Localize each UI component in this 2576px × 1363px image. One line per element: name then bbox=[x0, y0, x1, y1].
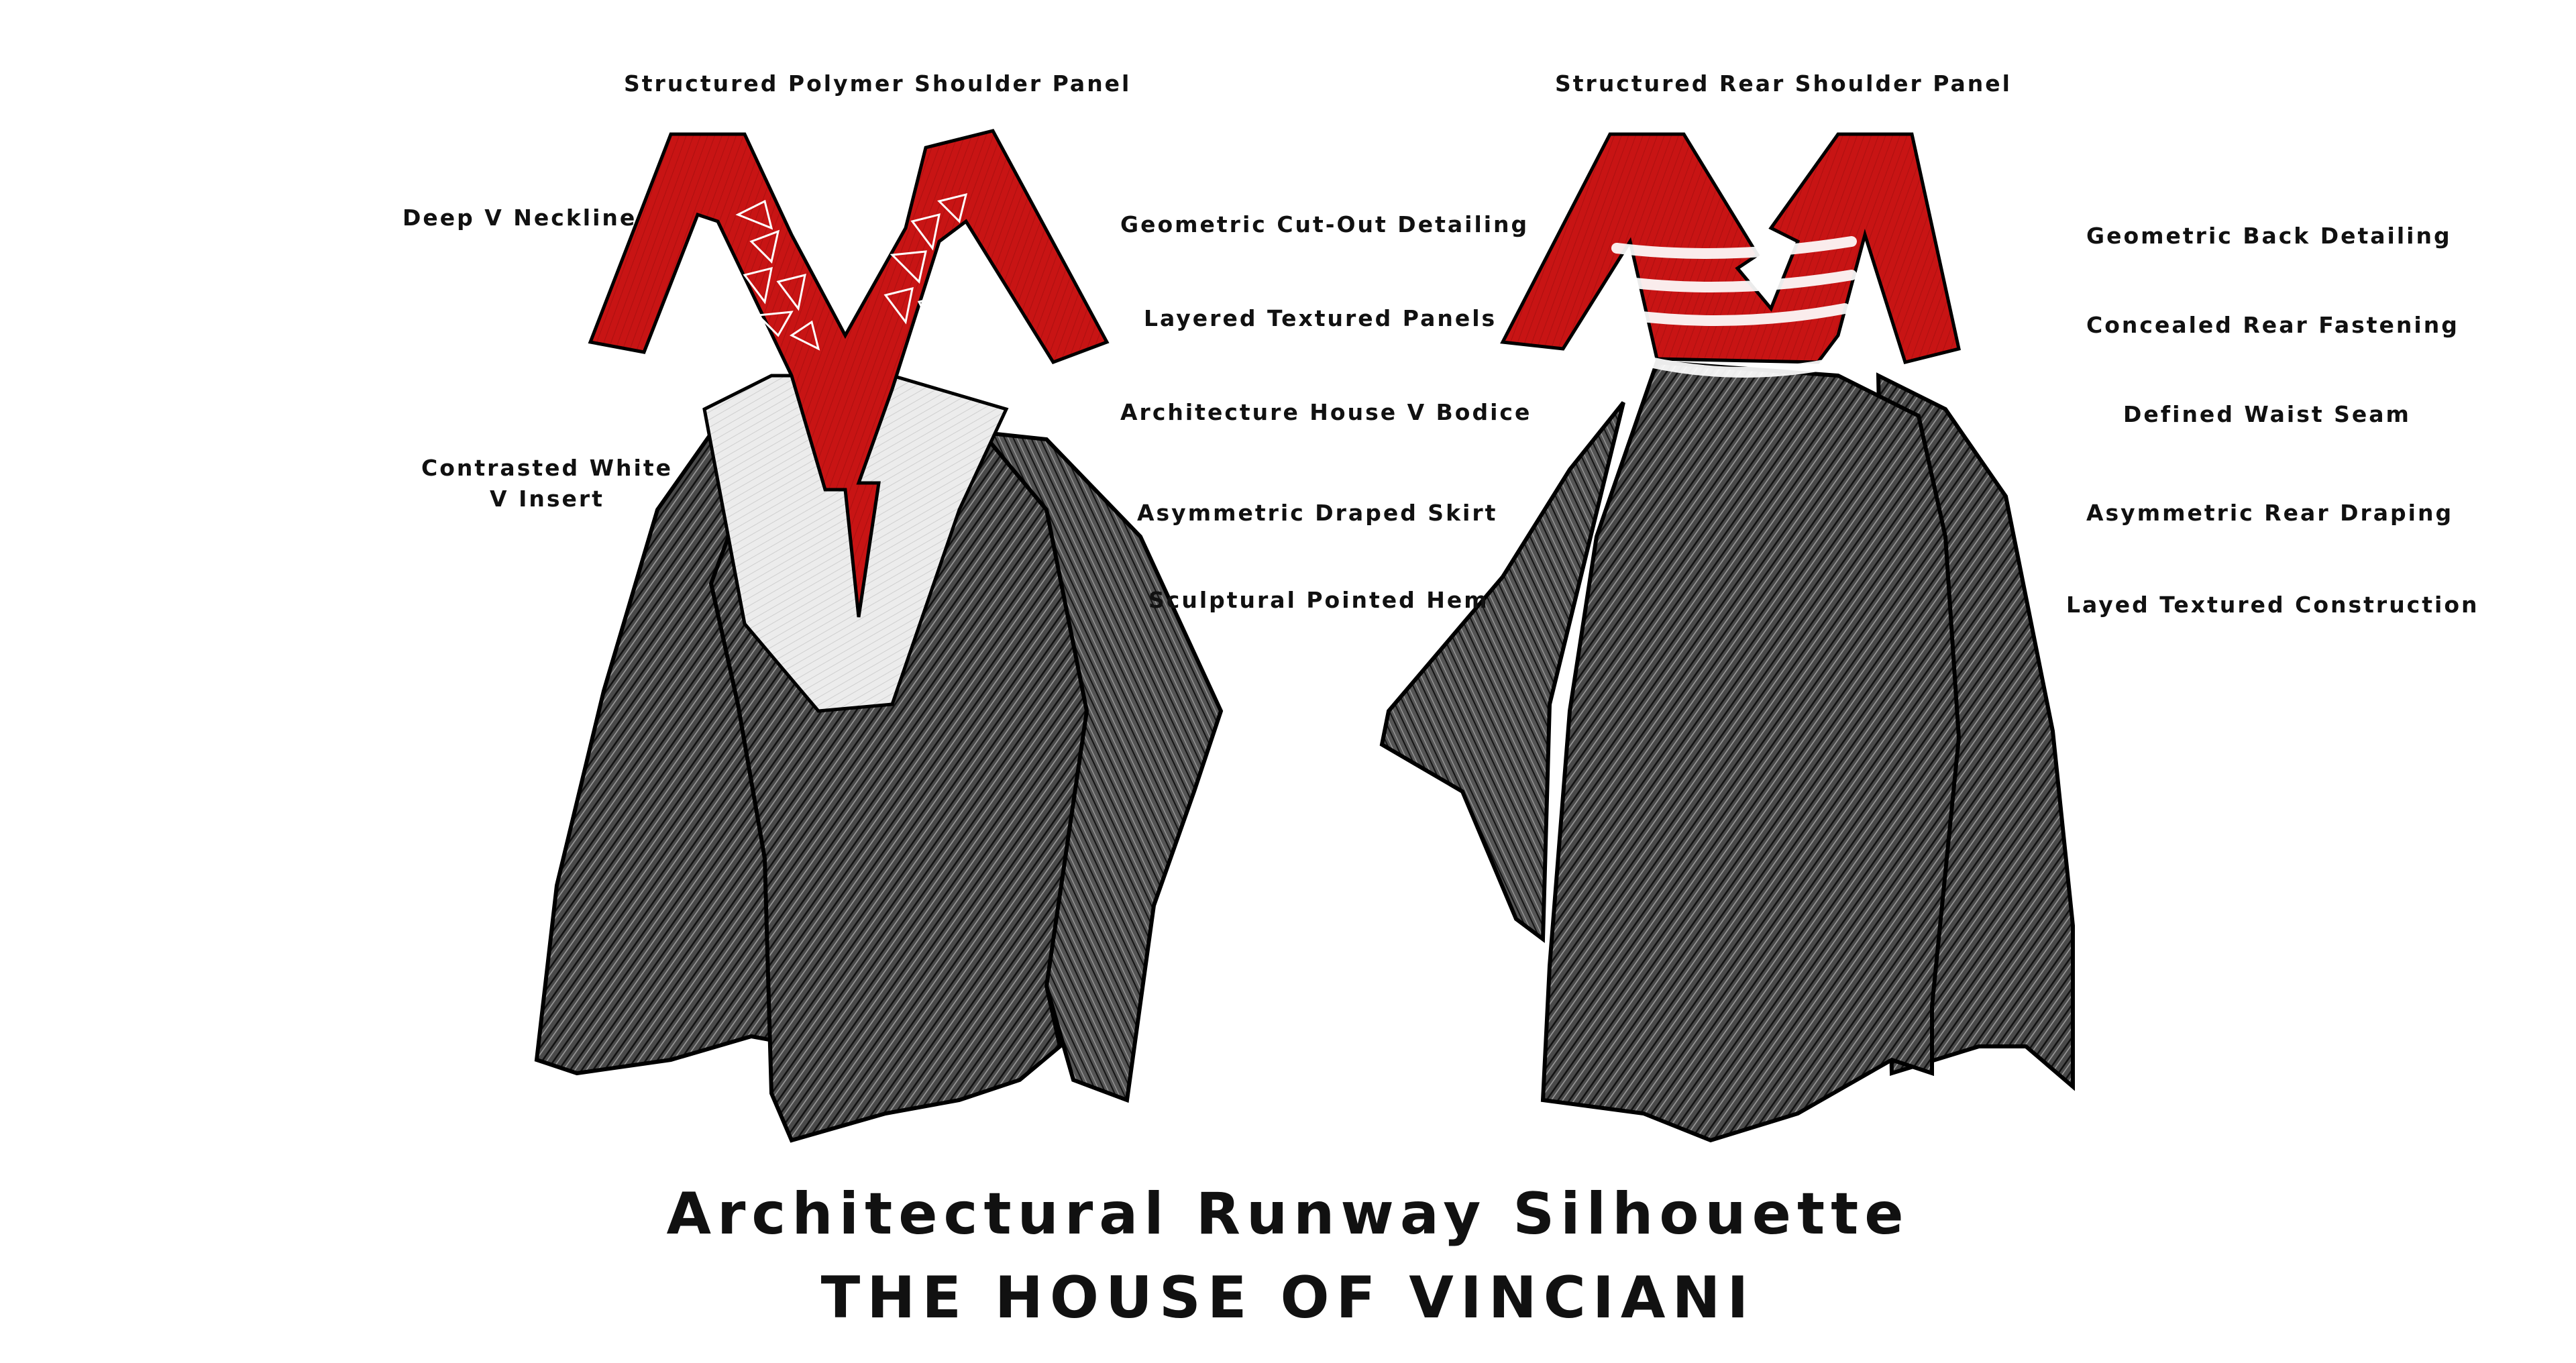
front-dress bbox=[534, 129, 1224, 1143]
page-title: Architectural Runway Silhouette bbox=[666, 1181, 1910, 1248]
label-back-draping: Asymmetric Rear Draping bbox=[2086, 500, 2454, 526]
back-dress bbox=[1379, 132, 2075, 1143]
label-back-fastening: Concealed Rear Fastening bbox=[2086, 312, 2459, 338]
label-front-layered: Layered Textured Panels bbox=[1144, 305, 1497, 331]
label-back-waist: Defined Waist Seam bbox=[2123, 401, 2411, 427]
front-red-bodice bbox=[588, 129, 1110, 618]
label-back-construction: Layed Textured Construction bbox=[2066, 592, 2479, 618]
house-name: THE HOUSE OF VINCIANI bbox=[820, 1264, 1756, 1331]
label-front-bodice: Architecture House V Bodice bbox=[1120, 399, 1532, 425]
label-front-cutout: Geometric Cut-Out Detailing bbox=[1120, 211, 1529, 237]
label-front-neckline: Deep V Neckline bbox=[402, 205, 637, 231]
label-front-skirt: Asymmetric Draped Skirt bbox=[1137, 500, 1498, 526]
label-front-shoulder: Structured Polymer Shoulder Panel bbox=[624, 70, 1132, 97]
front-geometric-cutouts bbox=[735, 193, 968, 351]
label-back-shoulder: Structured Rear Shoulder Panel bbox=[1555, 70, 2012, 97]
back-skirt-main bbox=[1540, 360, 1962, 1143]
label-front-insert: Contrasted White V Insert bbox=[421, 455, 673, 512]
back-skirt-left-wing bbox=[1379, 401, 1625, 943]
label-back-detailing: Geometric Back Detailing bbox=[2086, 223, 2452, 249]
label-front-hem: Sculptural Pointed Hem bbox=[1148, 587, 1489, 613]
back-geometric-stripes bbox=[1611, 236, 1857, 378]
